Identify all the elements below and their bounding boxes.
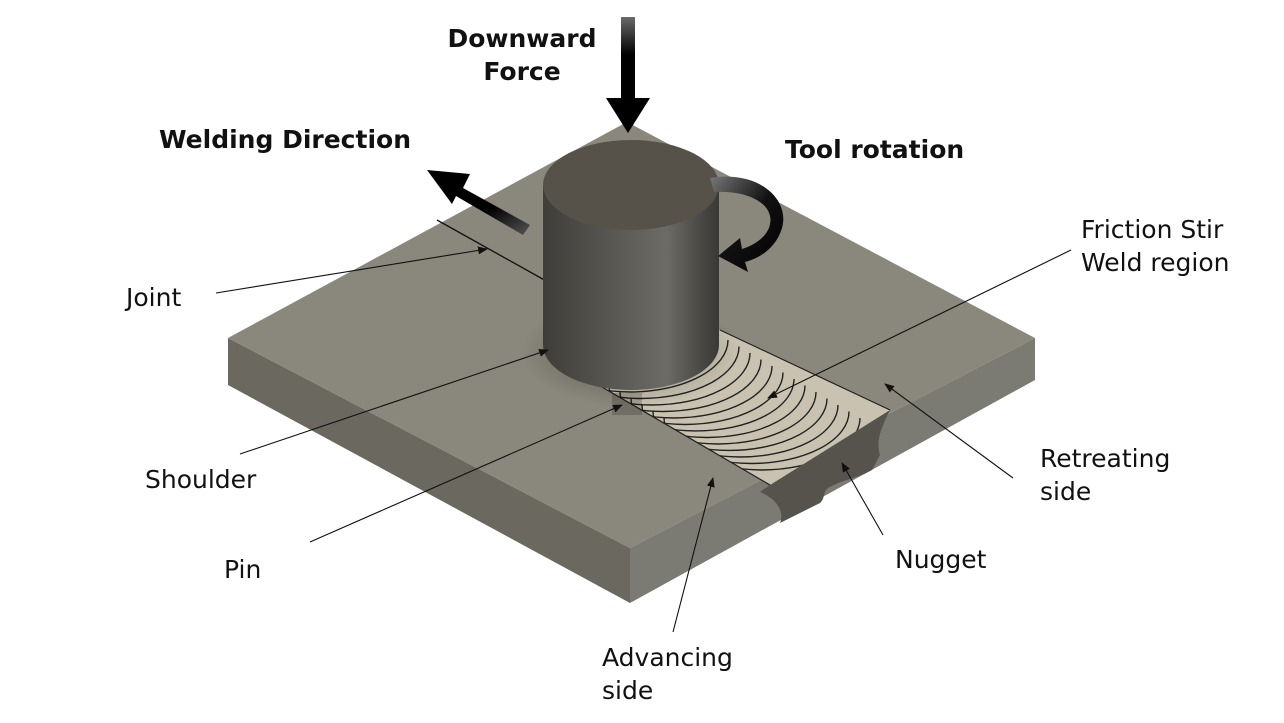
retreating-side-label-line1: Retreating xyxy=(1040,444,1171,473)
advancing-side-label-line2: side xyxy=(602,676,654,705)
pin-leader xyxy=(309,404,623,543)
plate-left-face xyxy=(228,338,630,603)
fsw-region-leader xyxy=(767,249,1072,399)
downward-force-label-line2: Force xyxy=(483,57,561,86)
tool-rotation-arrow xyxy=(710,176,784,272)
downward-force-label: Downward Force xyxy=(447,22,597,88)
tool-shoulder xyxy=(543,140,719,390)
shoulder-label: Shoulder xyxy=(145,465,257,494)
welding-direction-arrow xyxy=(427,170,530,235)
weld-ripple-arc xyxy=(590,359,762,413)
joint-line xyxy=(436,219,549,283)
retreating-side-label: Retreating side xyxy=(1040,442,1170,508)
nugget-leader xyxy=(841,462,884,536)
nugget-label: Nugget xyxy=(895,545,987,574)
fsw-region-label: Friction Stir Weld region xyxy=(1081,213,1229,279)
shoulder-leader xyxy=(239,349,549,455)
retreating-side-leader xyxy=(884,383,1014,479)
tool-top-face xyxy=(543,140,719,230)
joint-leader xyxy=(215,246,488,294)
welding-direction-label: Welding Direction xyxy=(159,125,411,154)
fsw-region-label-line2: Weld region xyxy=(1081,248,1230,277)
advancing-side-leader xyxy=(672,477,715,633)
fsw-region-label-line1: Friction Stir xyxy=(1081,215,1224,244)
advancing-side-label-line1: Advancing xyxy=(602,643,733,672)
retreating-side-label-line2: side xyxy=(1040,477,1092,506)
leader-lines xyxy=(215,246,1072,633)
tool-rotation-label: Tool rotation xyxy=(785,135,965,164)
joint-label: Joint xyxy=(126,283,182,312)
advancing-side-label: Advancing side xyxy=(602,641,733,707)
weld-ripple-arc xyxy=(590,365,773,419)
pin-label: Pin xyxy=(224,555,262,584)
downward-force-label-line1: Downward xyxy=(447,24,597,53)
nugget-region xyxy=(760,410,890,523)
downward-force-arrow xyxy=(606,17,650,133)
